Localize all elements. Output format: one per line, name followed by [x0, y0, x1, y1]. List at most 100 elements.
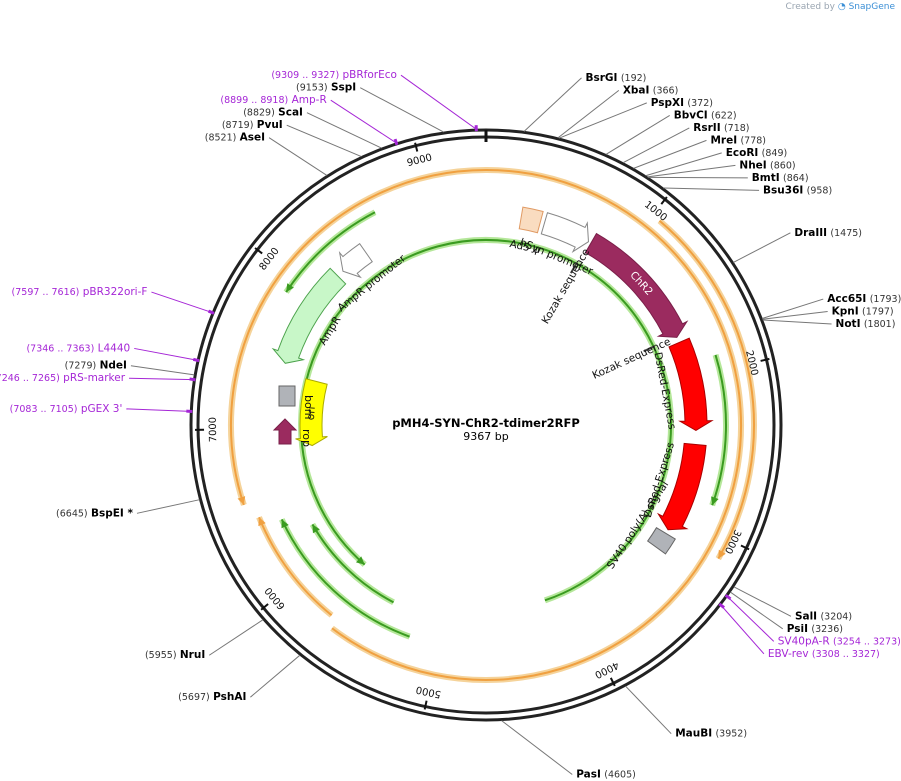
site-name: pBRforEco: [343, 69, 397, 81]
tick-label: 8000: [258, 246, 282, 273]
feature-label: ori: [305, 406, 318, 420]
site-label: SalI (3204): [795, 610, 852, 622]
site-leader: [663, 187, 760, 191]
site-bbvci[interactable]: BbvCI (622): [605, 109, 737, 155]
site-leader: [733, 232, 791, 263]
site-name: KpnI: [832, 306, 859, 318]
site-pbr322ori-f[interactable]: (7597 .. 7616) pBR322ori-F: [12, 286, 215, 315]
site-nhei[interactable]: NheI (860): [647, 159, 796, 178]
feature-shape[interactable]: [540, 212, 589, 253]
site-leader: [523, 77, 582, 132]
site-sali[interactable]: SalI (3204): [733, 586, 852, 623]
site-bsu36i[interactable]: Bsu36I (958): [663, 184, 832, 196]
site-pvui[interactable]: (8719) PvuI: [222, 119, 362, 157]
site-leader: [557, 90, 620, 139]
snapgene-logo-icon: ◔: [837, 2, 846, 12]
feature-dsred-express[interactable]: DsRed-Express: [642, 441, 707, 531]
site-leader: [558, 102, 647, 139]
site-bsrgi[interactable]: BsrGI (192): [523, 72, 646, 132]
orf-arc[interactable]: [711, 354, 727, 506]
site-label: PsiI (3236): [787, 623, 843, 635]
site-leader: [647, 164, 736, 178]
site-l4440[interactable]: (7346 .. 7363) L4440: [26, 342, 200, 363]
feature-shape[interactable]: [295, 378, 328, 447]
site-name: PasI: [576, 769, 601, 781]
site-pos: (3308 .. 3327): [812, 648, 880, 659]
site-nrui[interactable]: (5955) NruI: [145, 619, 264, 662]
site-label: Acc65I (1793): [827, 293, 901, 305]
feature-ori[interactable]: ori: [295, 378, 328, 447]
site-label: MreI (778): [710, 134, 766, 146]
site-asei[interactable]: (8521) AseI: [205, 132, 328, 176]
site-name: SalI: [795, 610, 817, 622]
orf-arrowhead: [355, 556, 365, 565]
feature-shape[interactable]: [338, 242, 373, 279]
orf-arc[interactable]: [285, 211, 376, 293]
orf-arc[interactable]: [258, 516, 333, 616]
site-pos: (8719): [222, 120, 254, 131]
tick-mark: [760, 357, 770, 362]
feature-shape[interactable]: [271, 267, 347, 364]
site-leader: [730, 591, 784, 630]
site-name: NdeI: [100, 360, 127, 372]
site-label: MauBI (3952): [675, 728, 747, 740]
site-xbai[interactable]: XbaI (366): [557, 84, 678, 139]
orf-arc[interactable]: [311, 523, 394, 604]
feature-shape[interactable]: [646, 526, 676, 555]
tick-mark: [660, 196, 668, 205]
site-name: BsrGI: [586, 72, 618, 84]
site-acc65i[interactable]: Acc65I (1793): [762, 293, 901, 319]
site-pos: (6645): [56, 508, 88, 519]
feature-ampr-promoter[interactable]: AmpR promoter: [335, 242, 408, 315]
site-ecori[interactable]: EcoRI (849): [645, 147, 788, 177]
site-pasi[interactable]: PasI (4605): [501, 720, 636, 781]
site-rsrii[interactable]: RsrII (718): [622, 122, 750, 164]
site-kpni[interactable]: KpnI (1797): [762, 306, 894, 320]
plasmid-size: 9367 bp: [463, 430, 508, 443]
site-prs-marker[interactable]: (7246 .. 7265) pRS-marker: [0, 372, 196, 384]
primer-mark: [718, 602, 725, 609]
site-sv40pa-r[interactable]: SV40pA-R (3254 .. 3273): [724, 594, 901, 647]
orf-arc[interactable]: [280, 518, 410, 638]
site-sspi[interactable]: (9153) SspI: [296, 82, 444, 133]
site-label: NheI (860): [739, 159, 795, 171]
orf-arc[interactable]: [230, 169, 742, 681]
feature-shape[interactable]: [656, 442, 707, 531]
bom-box[interactable]: [278, 385, 296, 407]
feature-shape[interactable]: [668, 337, 714, 431]
site-leader: [622, 127, 690, 164]
site-bmti[interactable]: BmtI (864): [648, 172, 809, 184]
feature-shape[interactable]: [584, 232, 689, 338]
site-label: (8899 .. 8918) Amp-R: [220, 94, 326, 106]
site-label: (9153) SspI: [296, 82, 356, 94]
site-pbrforeco[interactable]: (9309 .. 9327) pBRforEco: [271, 69, 478, 132]
site-noti[interactable]: NotI (1801): [762, 318, 896, 330]
site-amp-r[interactable]: (8899 .. 8918) Amp-R: [220, 94, 399, 146]
site-bspei-[interactable]: (6645) BspEI *: [56, 499, 200, 520]
site-psii[interactable]: PsiI (3236): [730, 591, 843, 635]
orf-arrowhead: [711, 496, 719, 506]
site-pspxi[interactable]: PspXI (372): [558, 97, 713, 139]
feature-dsred-express[interactable]: DsRed-Express: [652, 337, 714, 431]
site-name: L4440: [98, 342, 131, 354]
site-ndei[interactable]: (7279) NdeI: [65, 360, 195, 376]
site-pgex-3-[interactable]: (7083 .. 7105) pGEX 3': [10, 403, 193, 415]
feature-ampr[interactable]: AmpR: [271, 267, 347, 364]
site-name: Amp-R: [292, 94, 327, 106]
feature-shape[interactable]: [518, 206, 544, 234]
site-leader: [130, 365, 195, 376]
orf-arc[interactable]: [658, 220, 755, 560]
site-ebv-rev[interactable]: EBV-rev (3308 .. 3327): [718, 602, 880, 660]
site-mrei[interactable]: MreI (778): [633, 134, 766, 169]
site-scai[interactable]: (8829) ScaI: [243, 107, 382, 149]
site-pshai[interactable]: (5697) PshAI: [178, 654, 301, 703]
site-leader: [359, 87, 444, 133]
site-name: ScaI: [278, 107, 303, 119]
site-draiii[interactable]: DraIII (1475): [733, 227, 862, 263]
site-name: EBV-rev: [768, 648, 809, 660]
site-name: XbaI: [623, 84, 650, 96]
site-maubi[interactable]: MauBI (3952): [625, 685, 747, 740]
site-name: pGEX 3': [81, 403, 123, 415]
rop-arrow[interactable]: [272, 418, 298, 445]
